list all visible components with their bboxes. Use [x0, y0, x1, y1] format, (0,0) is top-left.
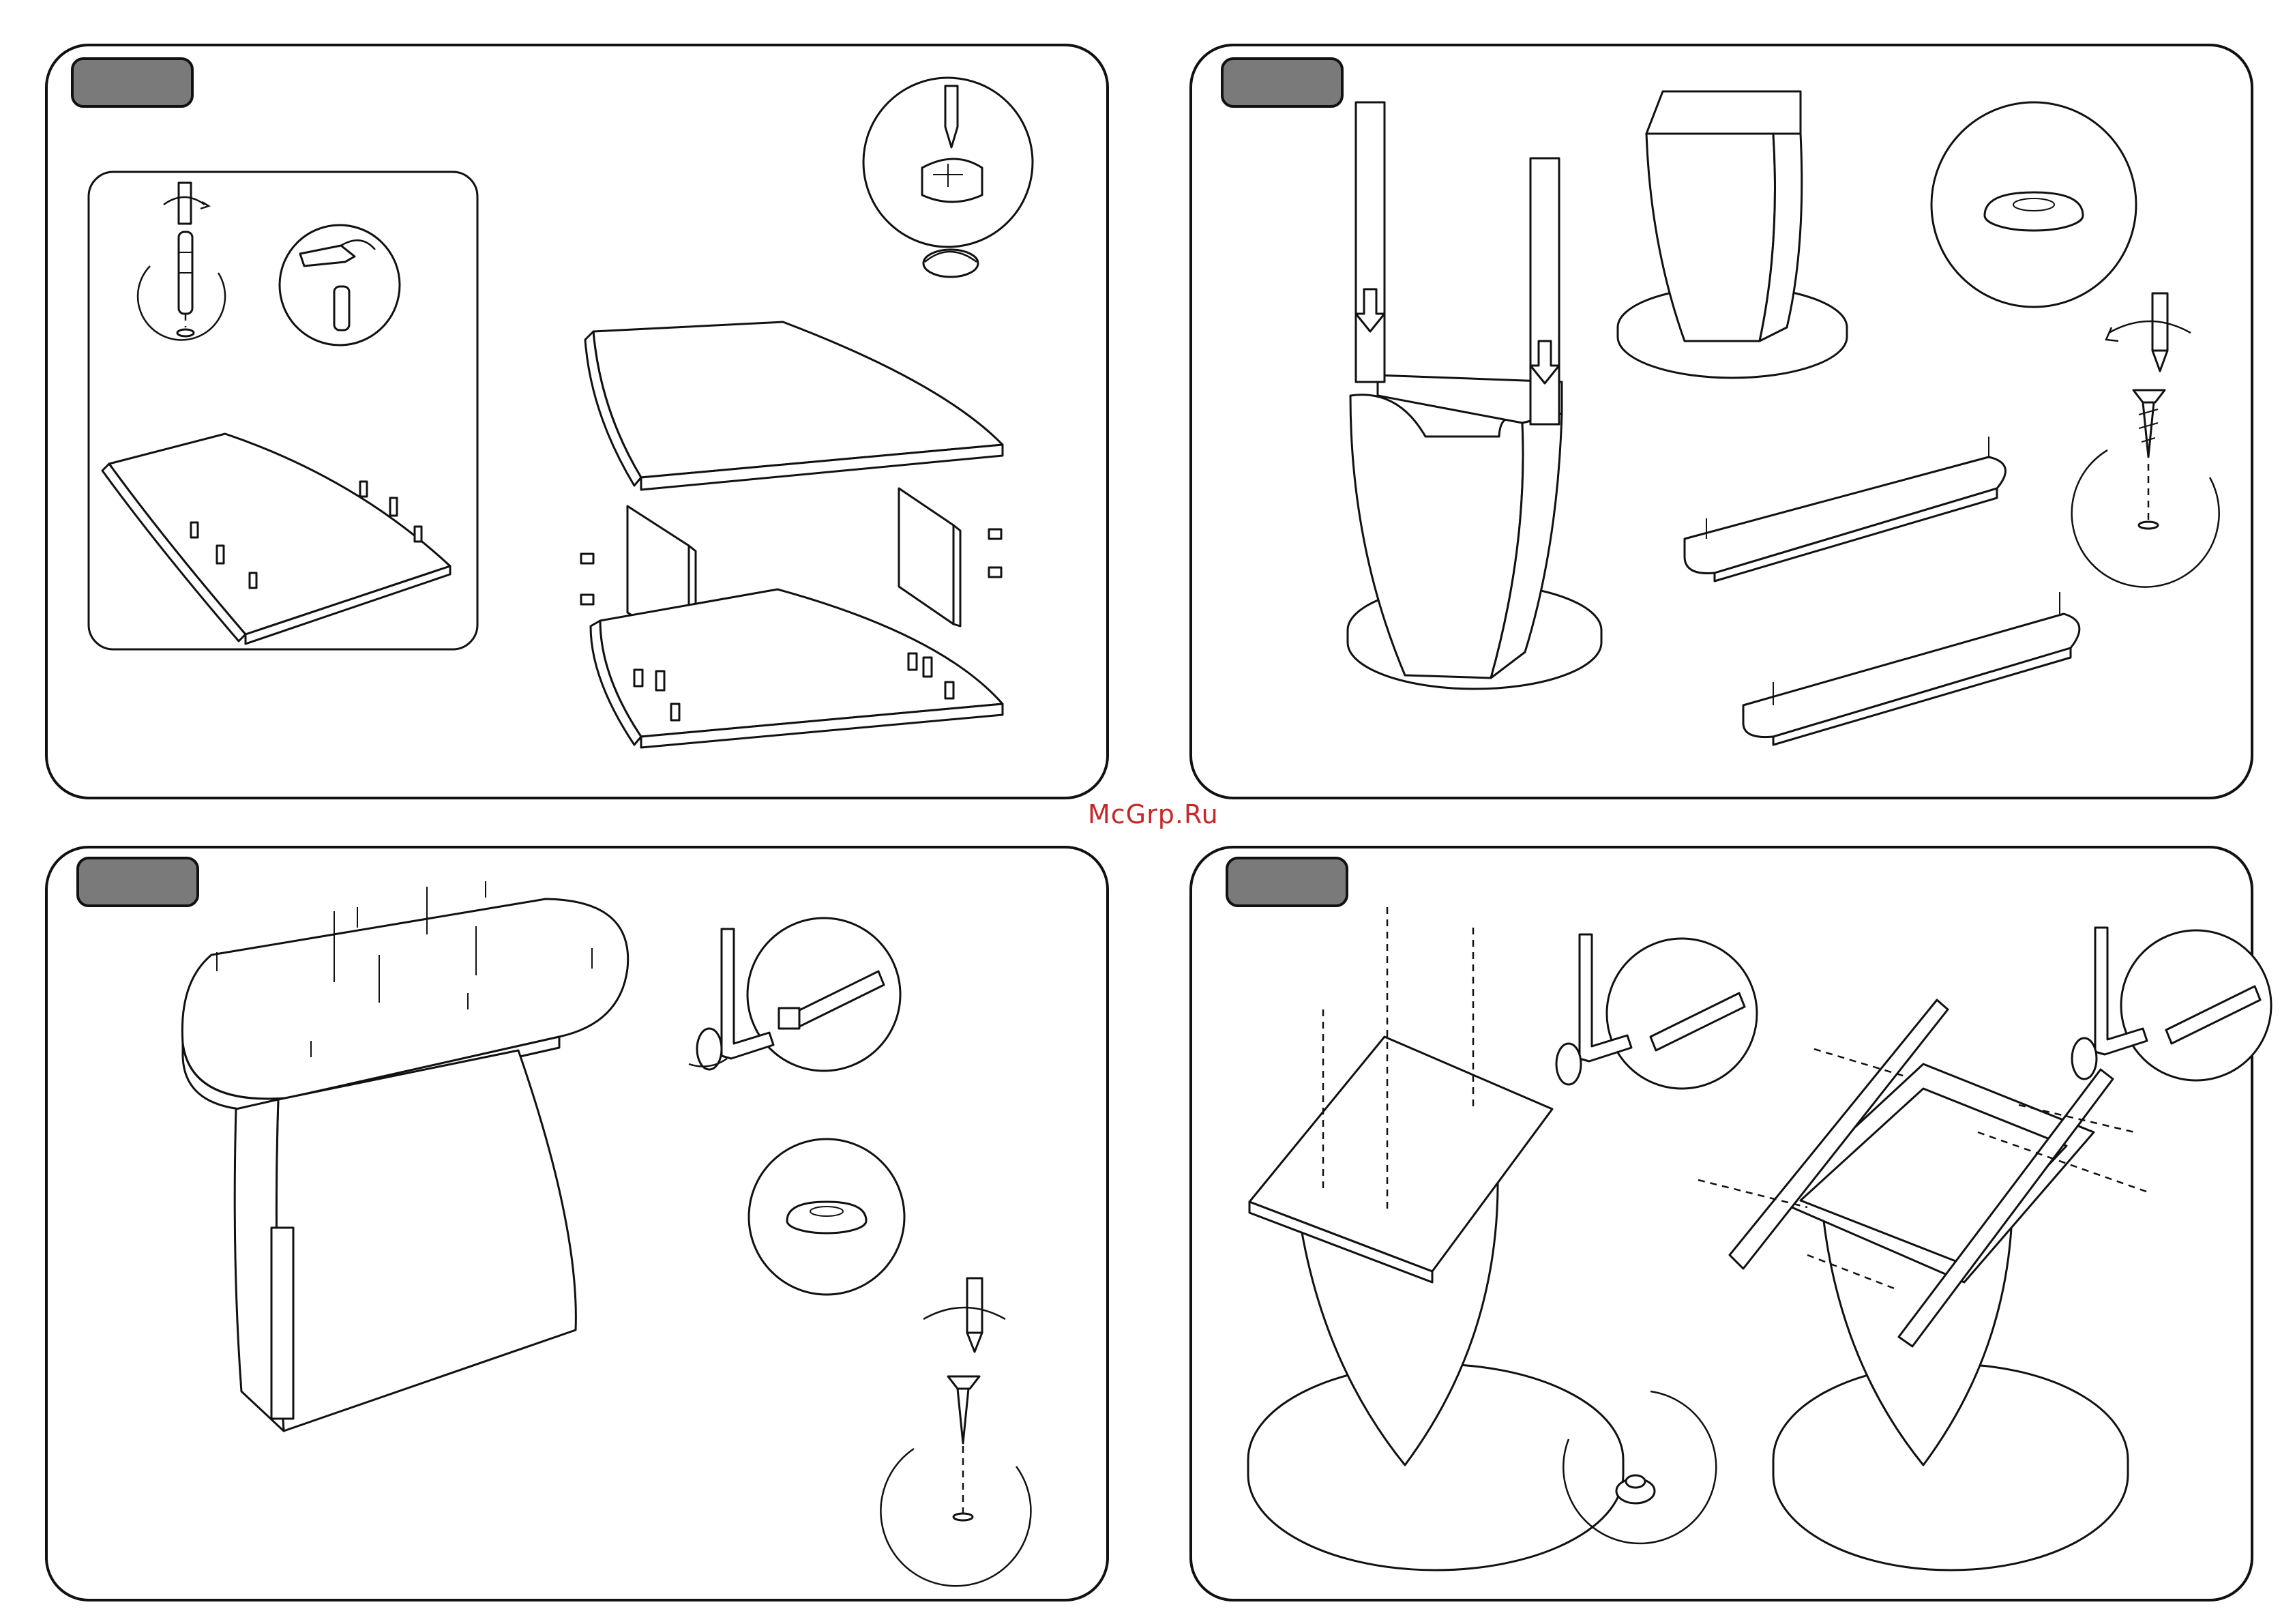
rotate-arrow-icon	[923, 1308, 1005, 1319]
right-side-panel	[899, 488, 953, 624]
cap-icon	[787, 1202, 866, 1233]
screwdriver-icon	[2152, 293, 2167, 371]
step-4-drawing	[1248, 907, 2271, 1570]
standing-panel	[276, 1050, 576, 1431]
rotate-arrow-icon	[2109, 321, 2191, 333]
square-top	[1249, 1037, 1552, 1271]
bolt-detail-circle	[747, 918, 900, 1071]
oval-top	[182, 899, 627, 1099]
step-1-drawing	[89, 78, 1033, 748]
rail-lower	[1743, 614, 2079, 737]
cap-icon	[1985, 192, 2083, 231]
sliding-board-left	[1356, 102, 1385, 382]
screw-icon	[948, 1376, 979, 1443]
bolt-detail-circle	[1607, 939, 1757, 1089]
step-2-drawing	[1348, 91, 2219, 745]
rail-upper	[1685, 457, 2006, 574]
screwdriver-icon	[967, 1278, 982, 1352]
step-3-drawing	[182, 881, 1031, 1586]
screw-icon	[2133, 390, 2165, 457]
screw-detail-circle	[2072, 450, 2219, 587]
